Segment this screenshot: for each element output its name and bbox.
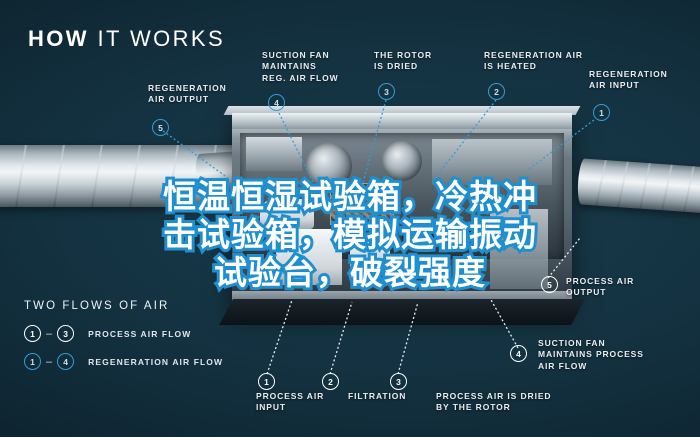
legend-dash-1: – (46, 355, 53, 368)
legend-marker-from-1-blue: 1 (24, 353, 41, 370)
callout-marker-filtration[interactable]: 2 (322, 373, 339, 390)
exhaust-fan-graphic (382, 141, 422, 181)
callout-label-regeneration-air-input: REGENERATION AIR INPUT (589, 69, 668, 91)
page-title-rest: IT WORKS (97, 26, 226, 51)
callout-marker-regeneration-air-output[interactable]: 5 (152, 119, 169, 136)
legend-marker-from-1: 1 (24, 325, 41, 342)
legend-marker-to-3: 3 (57, 325, 75, 342)
overlay-line-2: 击试验箱，模拟运输振动 (163, 215, 537, 254)
callout-marker-process-air-input[interactable]: 1 (258, 373, 275, 390)
callout-marker-regeneration-air-heated[interactable]: 2 (488, 83, 505, 100)
callout-marker-suction-fan-process[interactable]: 4 (510, 345, 527, 362)
page-title-bold: HOW (28, 26, 89, 51)
callout-label-process-air-input: PROCESS AIR INPUT (256, 391, 325, 413)
legend: TWO FLOWS OF AIR 1 – 3 PROCESS AIR FLOW … (24, 300, 223, 381)
legend-text-process-air-flow: PROCESS AIR FLOW (88, 328, 192, 339)
callout-label-rotor-is-dried: THE ROTOR IS DRIED (374, 50, 433, 72)
callout-label-regeneration-air-heated: REGENERATION AIR IS HEATED (484, 50, 583, 72)
callout-label-filtration: FILTRATION (348, 391, 407, 401)
callout-marker-suction-fan-reg[interactable]: 4 (268, 94, 285, 111)
page-title: HOW IT WORKS (28, 26, 225, 52)
overlay-line-2-stroke: 击试验箱，模拟运输振动 (160, 213, 539, 257)
legend-marker-to-4-blue: 4 (57, 353, 75, 370)
legend-row-regeneration-air-flow: 1 – 4 REGENERATION AIR FLOW (24, 353, 223, 370)
callout-label-suction-fan-reg: SUCTION FAN MAINTAINS REG. AIR FLOW (262, 50, 339, 83)
legend-dash-0: – (46, 327, 53, 340)
callout-label-process-air-output: PROCESS AIR OUTPUT (566, 276, 635, 298)
callout-marker-process-air-output[interactable]: 5 (541, 276, 558, 293)
overlay-line-3: 试验台，破裂强度 (214, 253, 486, 292)
callout-label-regeneration-air-output: REGENERATION AIR OUTPUT (148, 83, 227, 105)
legend-row-process-air-flow: 1 – 3 PROCESS AIR FLOW (24, 325, 223, 342)
heater-element-graphic (328, 205, 394, 212)
callout-label-process-air-dried: PROCESS AIR IS DRIED BY THE ROTOR (436, 391, 552, 413)
overlay-line-3-stroke: 试验台，破裂强度 (211, 251, 488, 295)
callout-marker-regeneration-air-input[interactable]: 1 (593, 104, 610, 121)
overlay-text-block: 恒温恒湿试验箱，冷热冲 恒温恒湿试验箱，冷热冲 击试验箱，模拟运输振动 击试验箱… (0, 175, 700, 295)
overlay-line-1-stroke: 恒温恒湿试验箱，冷热冲 (160, 175, 539, 219)
callout-label-suction-fan-process: SUCTION FAN MAINTAINS PROCESS AIR FLOW (538, 338, 644, 371)
callout-marker-process-air-dried[interactable]: 3 (390, 373, 407, 390)
overlay-line-1: 恒温恒湿试验箱，冷热冲 (163, 177, 537, 216)
callout-marker-rotor-is-dried[interactable]: 3 (378, 83, 395, 100)
legend-text-regeneration-air-flow: REGENERATION AIR FLOW (88, 356, 224, 367)
legend-heading: TWO FLOWS OF AIR (24, 300, 170, 312)
